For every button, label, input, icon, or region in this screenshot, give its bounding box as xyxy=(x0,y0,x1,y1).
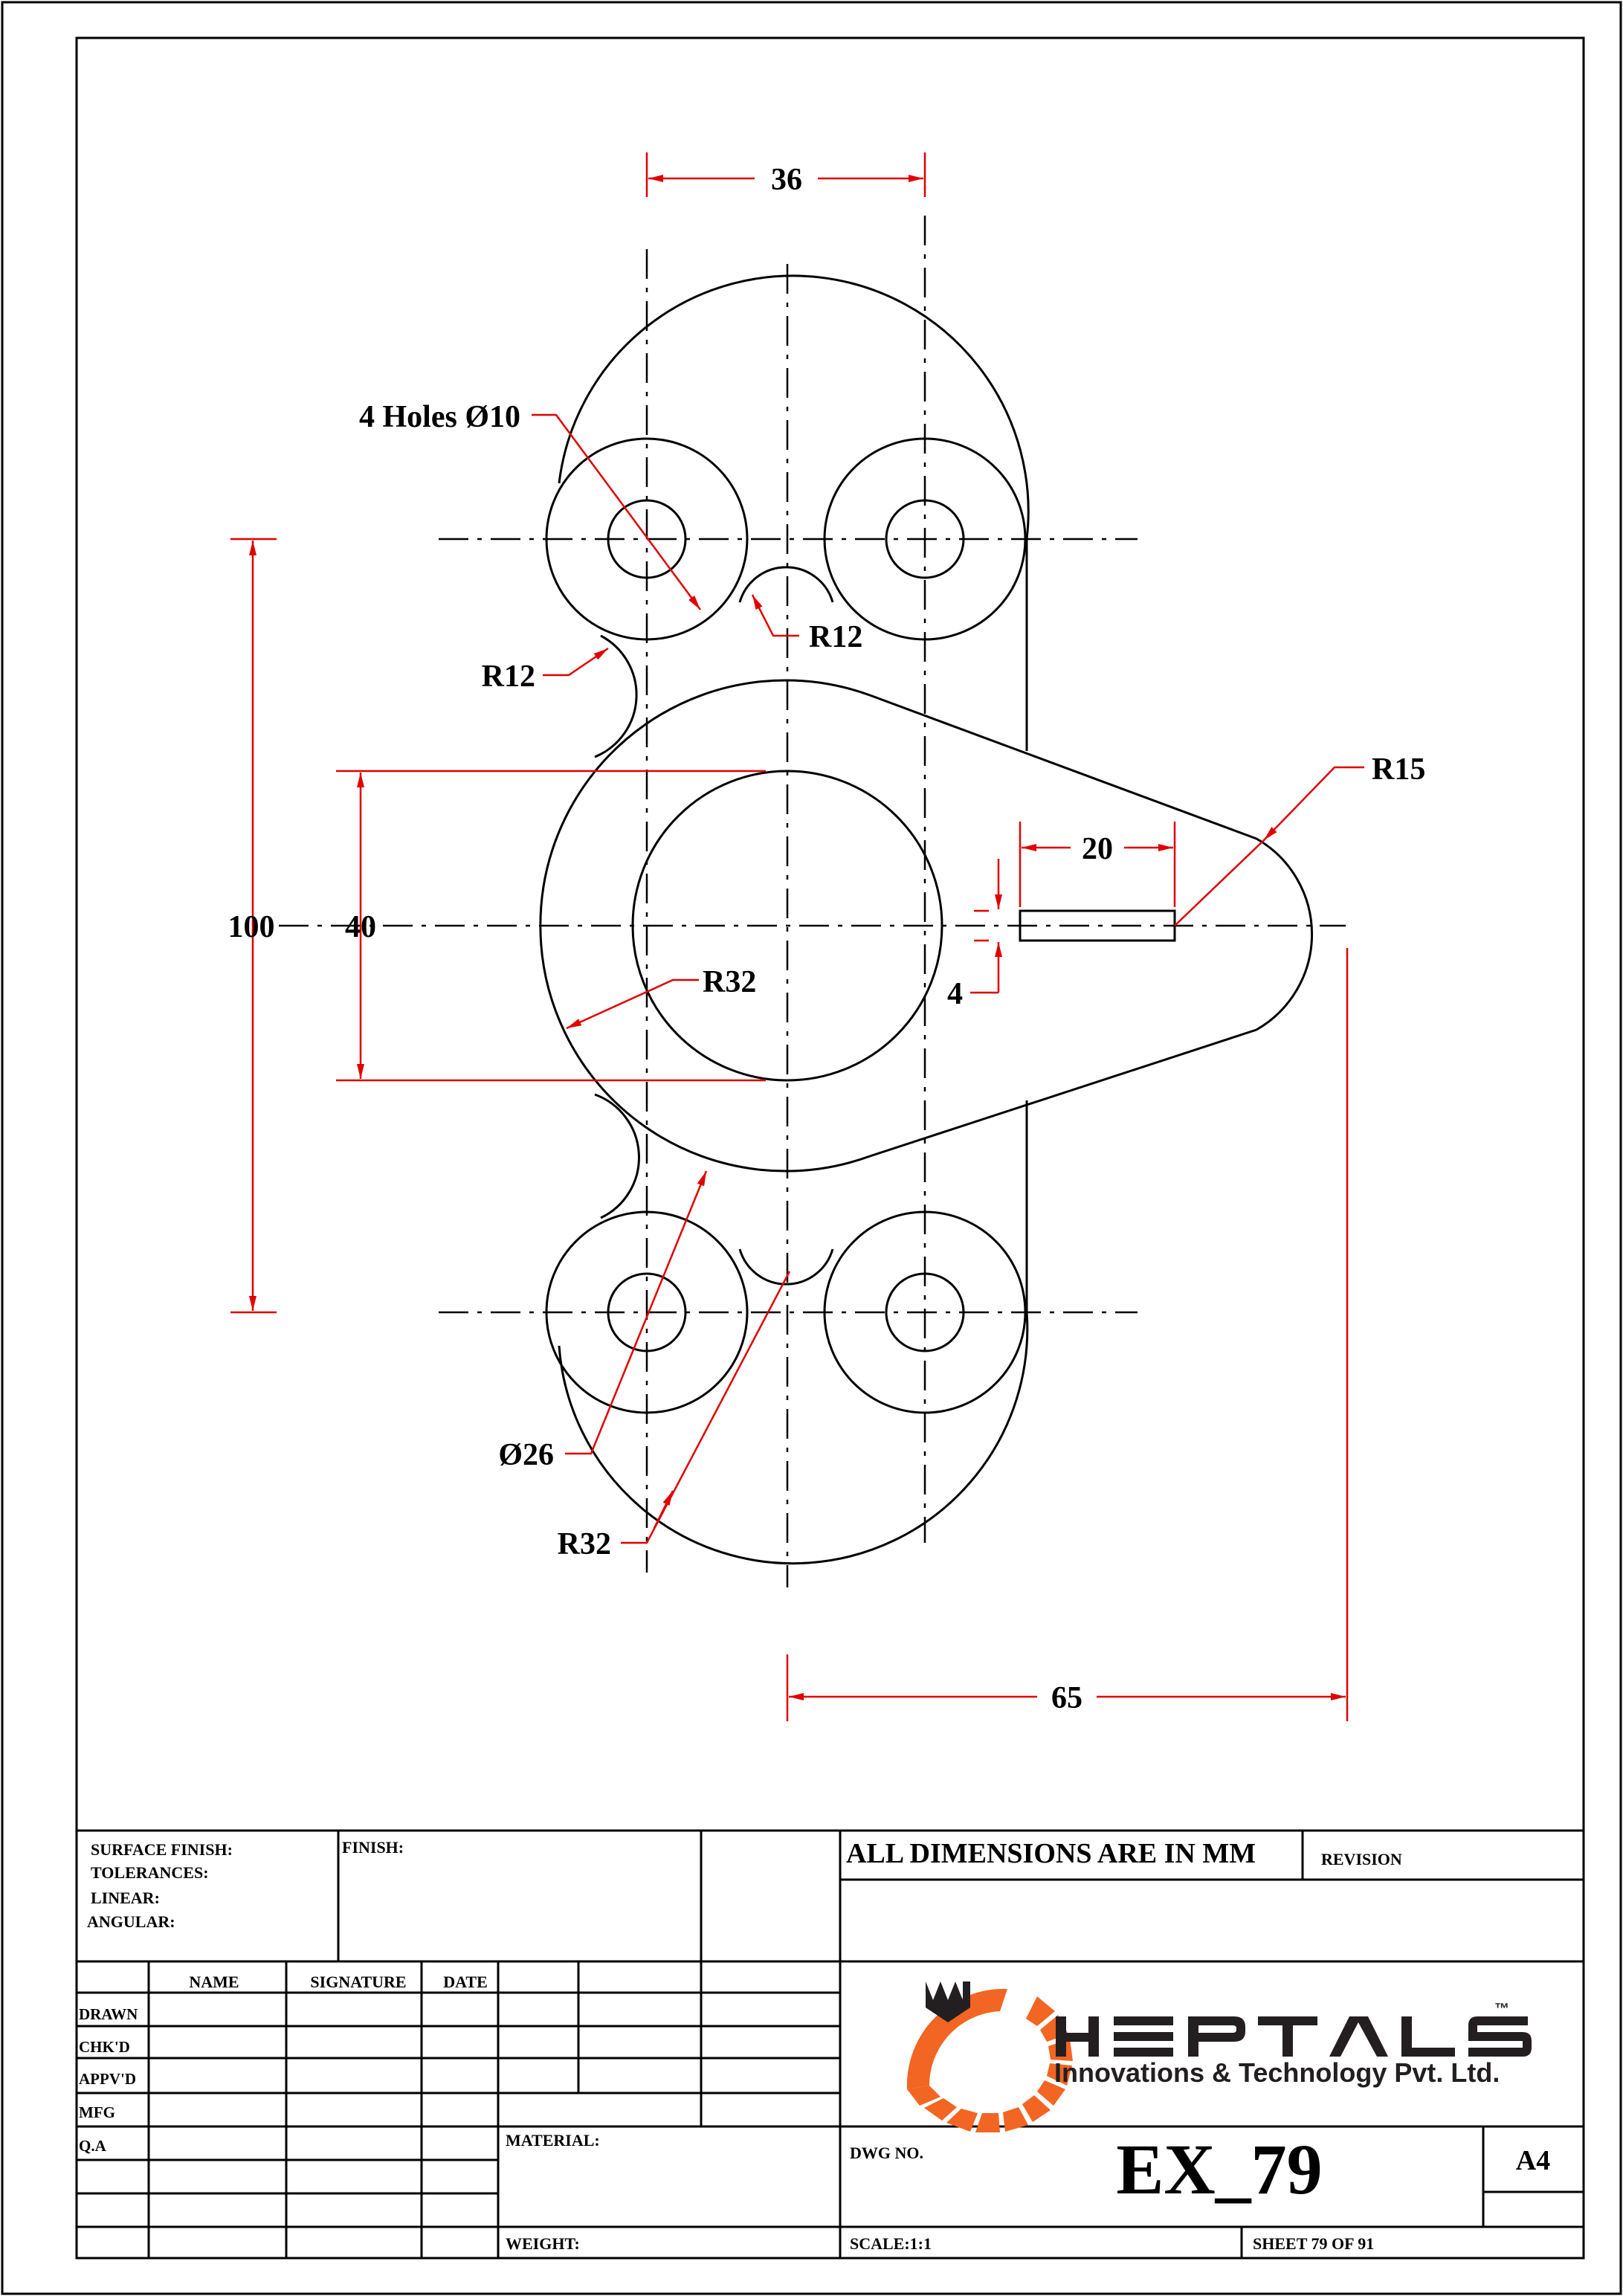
holes-note-label: 4 Holes Ø10 xyxy=(359,400,520,434)
weight-label: WEIGHT: xyxy=(506,2234,580,2253)
dim-65-label: 65 xyxy=(1051,1681,1082,1715)
r32-inner-label: R32 xyxy=(703,965,756,999)
dim-20-label: 20 xyxy=(1082,832,1113,866)
top-outer-arc xyxy=(558,274,1030,540)
bottom-fillet xyxy=(738,1248,834,1286)
logo-subtitle: Innovations & Technology Pvt. Ltd. xyxy=(1054,2057,1500,2088)
tolerances-label: TOLERANCES: xyxy=(91,1863,209,1882)
r12-left-label: R12 xyxy=(482,660,535,694)
sheet-label: SHEET 79 OF 91 xyxy=(1253,2234,1374,2253)
row-chkd: CHK'D xyxy=(79,2038,130,2056)
upper-tangent xyxy=(869,694,1257,840)
lower-tangent xyxy=(869,1028,1257,1158)
logo-fan-icon xyxy=(906,1981,1073,2132)
dim-36-label: 36 xyxy=(771,163,802,197)
top-fillet xyxy=(738,566,834,603)
dwg-no-label: DWG NO. xyxy=(850,2144,923,2162)
logo-wordmark xyxy=(1056,2016,1532,2057)
col-signature: SIGNATURE xyxy=(310,1973,406,1991)
row-qa: Q.A xyxy=(79,2137,107,2155)
dim-100-label: 100 xyxy=(228,910,275,944)
lobe-arc xyxy=(1256,837,1313,1031)
r12-top-label: R12 xyxy=(809,620,862,654)
row-appvd: APPV'D xyxy=(79,2070,136,2088)
material-label: MATERIAL: xyxy=(506,2131,600,2150)
part-outline xyxy=(539,274,1313,1565)
dim-4-label: 4 xyxy=(947,977,963,1011)
boss-dia-label: Ø26 xyxy=(498,1438,554,1472)
surface-finish-label: SURFACE FINISH: xyxy=(91,1840,233,1859)
center-lines xyxy=(279,216,1346,1587)
finish-label: FINISH: xyxy=(342,1838,404,1857)
left-lower-fillet xyxy=(594,1093,640,1219)
logo-trademark: ™ xyxy=(1494,2001,1509,2017)
drawing-frame xyxy=(75,36,1585,2260)
col-date: DATE xyxy=(443,1973,488,1991)
bottom-outer-arc xyxy=(558,1312,1029,1565)
dimensions: 36 4 Holes Ø10 R12 R12 R15 20 100 40 R32 xyxy=(228,152,1425,1721)
angular-label: ANGULAR: xyxy=(87,1912,175,1931)
heptals-logo: ™ Innovations & Technology Pvt. Ltd. xyxy=(906,1981,1532,2132)
revision-label: REVISION xyxy=(1321,1850,1402,1868)
row-mfg: MFG xyxy=(79,2103,115,2121)
scale-label: SCALE:1:1 xyxy=(850,2234,932,2253)
title-block: SURFACE FINISH: TOLERANCES: LINEAR: ANGU… xyxy=(77,1829,1584,2258)
r15-label: R15 xyxy=(1372,752,1425,787)
col-name: NAME xyxy=(189,1973,239,1991)
row-drawn: DRAWN xyxy=(79,2005,138,2023)
all-dimensions-note: ALL DIMENSIONS ARE IN MM xyxy=(846,1838,1256,1869)
left-upper-fillet xyxy=(594,634,638,758)
sheet-size: A4 xyxy=(1516,2145,1550,2176)
linear-label: LINEAR: xyxy=(91,1889,160,1907)
r32-outer-label: R32 xyxy=(558,1527,611,1561)
dim-40-label: 40 xyxy=(345,910,376,944)
dwg-number: EX_79 xyxy=(1116,2129,1322,2209)
